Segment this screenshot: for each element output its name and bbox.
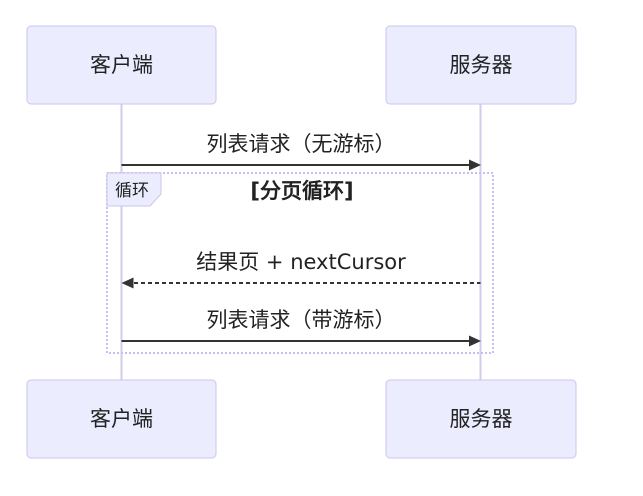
loop-tag-label: 循环 (115, 181, 149, 201)
actor-box-client-top (26, 25, 217, 105)
actor-label-client-top: 客户端 (90, 53, 153, 77)
arrowhead-right-icon (469, 159, 481, 171)
message-label-3: 列表请求（带游标） (207, 308, 396, 332)
arrowhead-left-icon (121, 277, 134, 289)
actor-label-server-bottom: 服务器 (450, 407, 513, 431)
arrowhead-right-icon (469, 335, 481, 347)
actor-box-server-top (385, 25, 577, 105)
actor-label-server-top: 服务器 (450, 53, 513, 77)
actor-box-client-bottom (26, 379, 217, 459)
actor-box-server-bottom (385, 379, 577, 459)
loop-frame (106, 172, 494, 354)
message-label-1: 列表请求（无游标） (207, 132, 396, 156)
loop-condition-label: [分页循环] (250, 179, 353, 203)
actor-label-client-bottom: 客户端 (90, 407, 153, 431)
message-label-2: 结果页 + nextCursor (196, 250, 406, 274)
loop-label-shape (106, 172, 162, 207)
